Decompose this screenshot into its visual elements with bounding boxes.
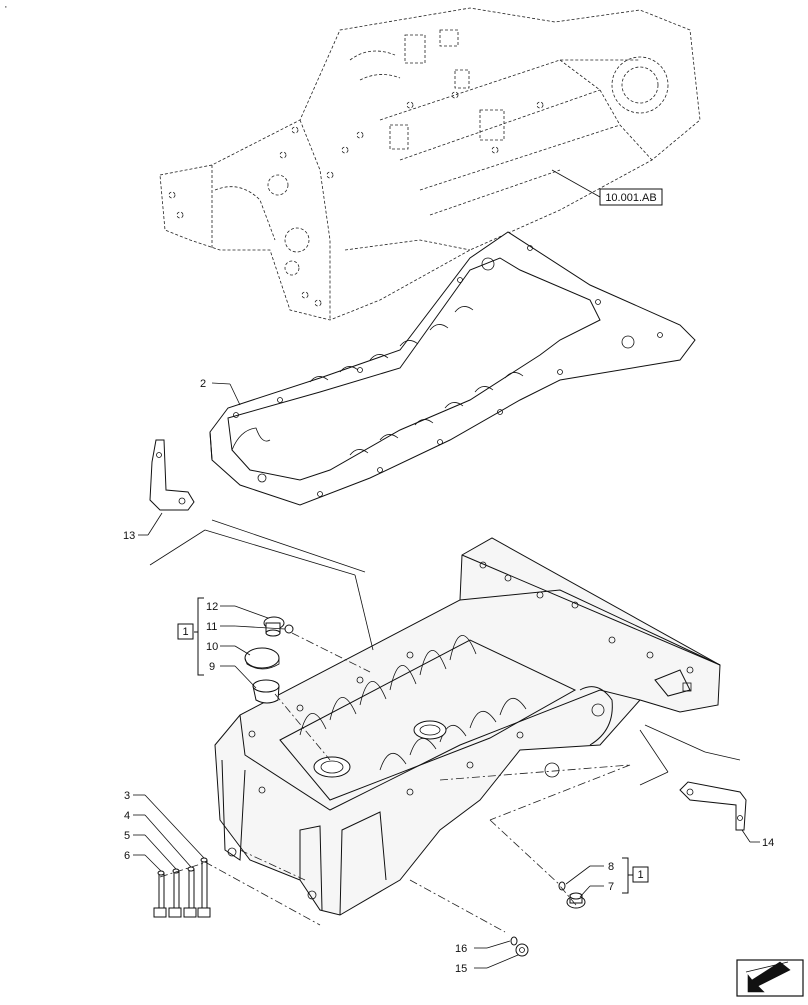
washer-16[interactable] bbox=[510, 936, 518, 946]
group-badge-right-label: 1 bbox=[637, 869, 643, 881]
bracket-14[interactable] bbox=[679, 781, 747, 831]
callout-11[interactable]: 11 bbox=[206, 621, 217, 633]
reference-box[interactable] bbox=[599, 188, 663, 206]
bolt-3[interactable] bbox=[197, 857, 211, 918]
callout-13[interactable]: 13 bbox=[123, 530, 135, 542]
bolt-5[interactable] bbox=[168, 868, 182, 918]
cap-10[interactable] bbox=[244, 647, 280, 670]
callout-5[interactable]: 5 bbox=[124, 830, 130, 842]
callout-9[interactable]: 9 bbox=[209, 661, 215, 673]
group-badge-left[interactable] bbox=[177, 623, 194, 640]
plug-7[interactable] bbox=[566, 892, 586, 909]
callout-3[interactable]: 3 bbox=[124, 790, 130, 802]
callout-16[interactable]: 16 bbox=[455, 943, 467, 955]
callout-leaders bbox=[133, 382, 760, 969]
next-page-arrow-button[interactable] bbox=[736, 959, 804, 997]
callout-14[interactable]: 14 bbox=[762, 837, 774, 849]
group-badge-right[interactable] bbox=[632, 866, 649, 883]
arrow-icon bbox=[747, 961, 791, 993]
seal-11[interactable] bbox=[284, 624, 294, 634]
callout-4[interactable]: 4 bbox=[124, 810, 130, 822]
reference-leader bbox=[551, 169, 601, 198]
callout-7[interactable]: 7 bbox=[608, 881, 614, 893]
assembly-lines bbox=[149, 519, 741, 933]
engine-block-phantom bbox=[159, 7, 701, 321]
drain-plug-15[interactable] bbox=[515, 943, 529, 957]
bolt-6[interactable] bbox=[153, 870, 167, 918]
callout-15[interactable]: 15 bbox=[455, 963, 467, 975]
plug-12[interactable] bbox=[263, 616, 285, 637]
group-badge-left-label: 1 bbox=[182, 626, 188, 638]
oil-pan-gasket[interactable] bbox=[209, 231, 696, 506]
ring-9[interactable] bbox=[252, 679, 280, 704]
callout-6[interactable]: 6 bbox=[124, 850, 130, 862]
bracket-13[interactable] bbox=[149, 439, 195, 511]
oil-pan[interactable] bbox=[214, 537, 721, 916]
corner-mark: · bbox=[4, 1, 8, 13]
reference-label[interactable]: 10.001.AB bbox=[605, 192, 656, 204]
callout-8[interactable]: 8 bbox=[608, 861, 614, 873]
callout-12[interactable]: 12 bbox=[206, 601, 218, 613]
callout-10[interactable]: 10 bbox=[206, 641, 218, 653]
callout-brackets bbox=[194, 597, 633, 894]
seal-8[interactable] bbox=[558, 881, 566, 891]
callout-2[interactable]: 2 bbox=[200, 378, 206, 390]
bolt-4[interactable] bbox=[183, 866, 197, 918]
